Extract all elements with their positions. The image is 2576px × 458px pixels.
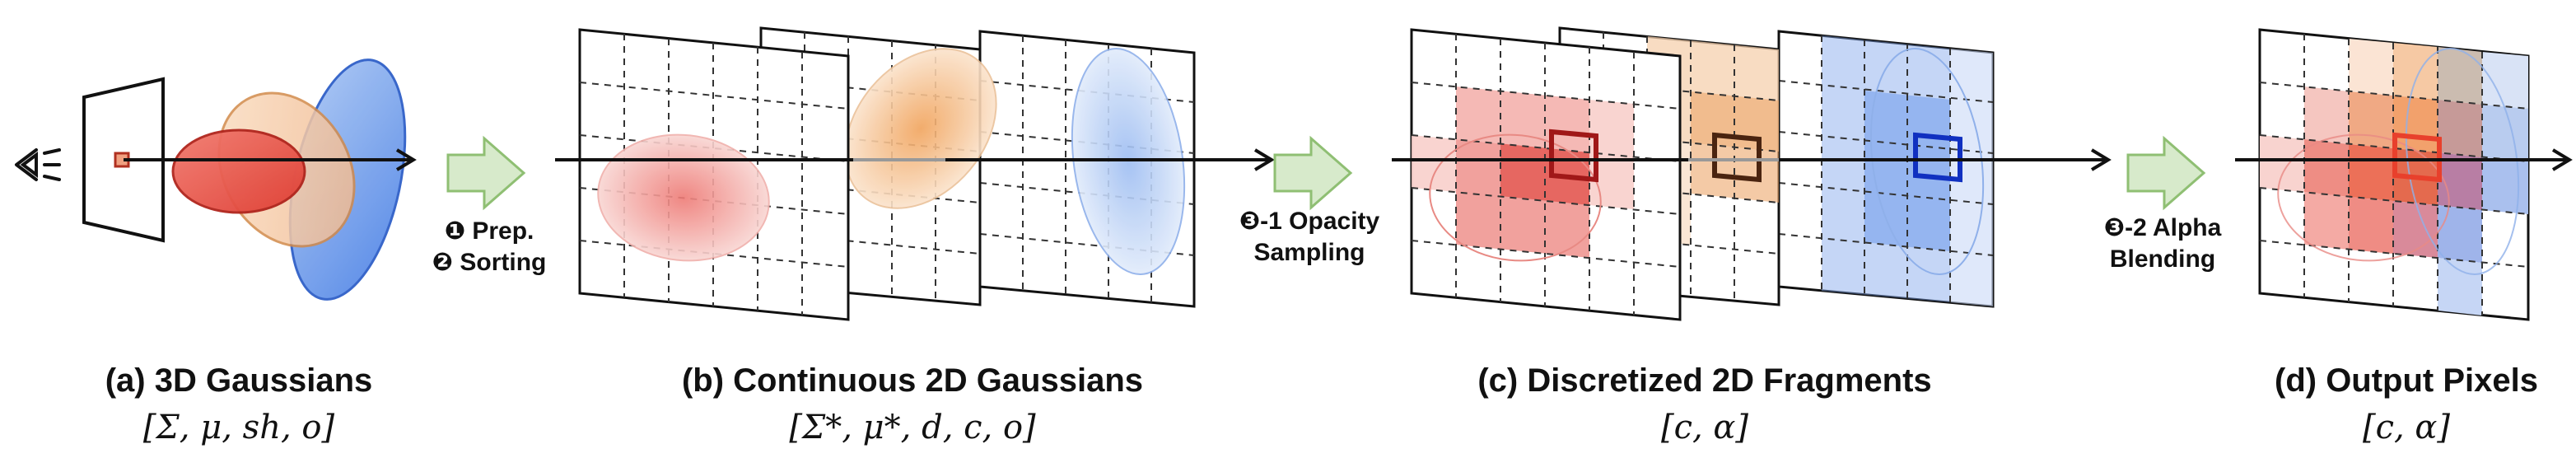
sheet-c-red	[1410, 28, 1682, 321]
step-opacity-text: ❸-1 Opacity	[1239, 208, 1380, 235]
step-label-prep-sorting: ❶ Prep. ❷ Sorting	[432, 216, 547, 278]
step-label-opacity-sampling: ❸-1 Opacity Sampling	[1239, 206, 1379, 269]
fragment-highlight-blue	[1913, 132, 1962, 183]
caption-panel-c: (c) Discretized 2D Fragments	[1477, 362, 1932, 399]
panel-c-discretized-fragments	[1392, 26, 2112, 321]
gaussian-3d-red	[171, 129, 306, 214]
gaussian-2d-orange	[844, 48, 997, 209]
camera-eye-icon	[15, 148, 61, 181]
fragment-highlight-brown	[1712, 132, 1762, 183]
step-arrow-alpha-blending	[2126, 135, 2206, 211]
caption-panel-a: (a) 3D Gaussians	[105, 362, 373, 399]
params-panel-b: [Σ*, μ*, d, c, o]	[789, 409, 1036, 446]
ray-c-arrowhead	[2090, 148, 2112, 171]
step-prep-text: ❶ Prep.	[444, 217, 534, 245]
ray-b-arrowhead	[1253, 148, 1275, 171]
panel-a-3d-gaussians	[15, 58, 417, 301]
ray-d-arrowhead	[2551, 148, 2573, 171]
caption-panel-b: (b) Continuous 2D Gaussians	[681, 362, 1144, 399]
sheet-c-blue	[1777, 30, 1995, 308]
output-pixel-cells	[2260, 39, 2528, 315]
gaussian-2d-red	[597, 133, 770, 262]
caption-panel-d: (d) Output Pixels	[2275, 362, 2538, 399]
params-panel-c: [c, α]	[1660, 409, 1749, 446]
params-panel-a: [Σ, μ, sh, o]	[142, 409, 335, 446]
step-sampling-text: Sampling	[1253, 239, 1365, 266]
step-blending-text: Blending	[2109, 245, 2216, 273]
sheet-b-red	[578, 28, 850, 321]
params-panel-d: [c, α]	[2362, 409, 2451, 446]
panel-d-output-pixels	[2235, 28, 2573, 321]
step-arrow-opacity-sampling	[1273, 135, 1353, 211]
ray-a-arrowhead	[395, 148, 417, 171]
output-pixel-highlight	[2392, 132, 2442, 183]
step-alpha-text: ❸-2 Alpha	[2103, 214, 2222, 241]
step-label-alpha-blending: ❸-2 Alpha Blending	[2104, 213, 2222, 275]
step-arrow-prep-sorting	[446, 135, 526, 211]
panel-b-continuous-2d-gaussians	[555, 26, 1275, 321]
step-sorting-text: ❷ Sorting	[432, 249, 547, 276]
sheet-b-blue	[978, 30, 1196, 308]
